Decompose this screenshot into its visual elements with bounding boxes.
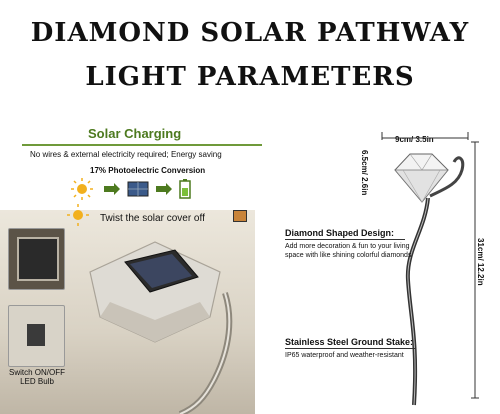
lamp-head-photo xyxy=(89,241,221,343)
twist-label: Twist the solar cover off xyxy=(100,213,205,224)
solar-charging-title: Solar Charging xyxy=(88,126,182,141)
solar-panel-icon xyxy=(127,181,149,197)
arrow-icon xyxy=(104,183,120,195)
solar-subtitle: No wires & external electricity required… xyxy=(30,150,222,159)
width-arrow xyxy=(381,132,469,140)
switch-label: Switch ON/OFF LED Bulb xyxy=(8,368,65,386)
sun-icon xyxy=(71,178,93,200)
total-height-dimension: 31cm/ 12.2in xyxy=(476,238,485,286)
total-height-arrow xyxy=(471,141,479,399)
diamond-design-title: Diamond Shaped Design: xyxy=(285,228,395,238)
switch-icon xyxy=(27,324,45,346)
hand-icon xyxy=(233,210,247,222)
solar-divider xyxy=(22,144,262,146)
conversion-label: 17% Photoelectric Conversion xyxy=(90,166,206,175)
lamp-stake-photo xyxy=(178,292,233,414)
lamp-diagram xyxy=(394,153,465,406)
stake-title: Stainless Steel Ground Stake: xyxy=(285,337,414,347)
page-title-line2: LIGHT PARAMETERS xyxy=(85,62,415,92)
solar-cell xyxy=(17,237,59,281)
stake-line1: IP65 waterproof and weather-resistant xyxy=(285,352,404,359)
charging-icons xyxy=(71,178,191,200)
rotate-sun-icon xyxy=(67,204,89,226)
switch-inset xyxy=(8,305,65,367)
stake-rule xyxy=(285,348,415,349)
top-height-dimension: 6.5cm/ 2.6in xyxy=(360,150,369,196)
battery-icon xyxy=(179,179,191,199)
width-dimension: 9cm/ 3.5in xyxy=(395,135,434,144)
page-title-line1: DIAMOND SOLAR PATHWAY xyxy=(30,18,470,48)
diamond-design-line2: space with like shining colorful diamond… xyxy=(285,252,412,259)
solar-panel-inset xyxy=(8,228,65,290)
diamond-design-line1: Add more decoration & fun to your living xyxy=(285,243,410,250)
diamond-design-rule xyxy=(285,239,405,240)
arrow-icon xyxy=(156,183,172,195)
